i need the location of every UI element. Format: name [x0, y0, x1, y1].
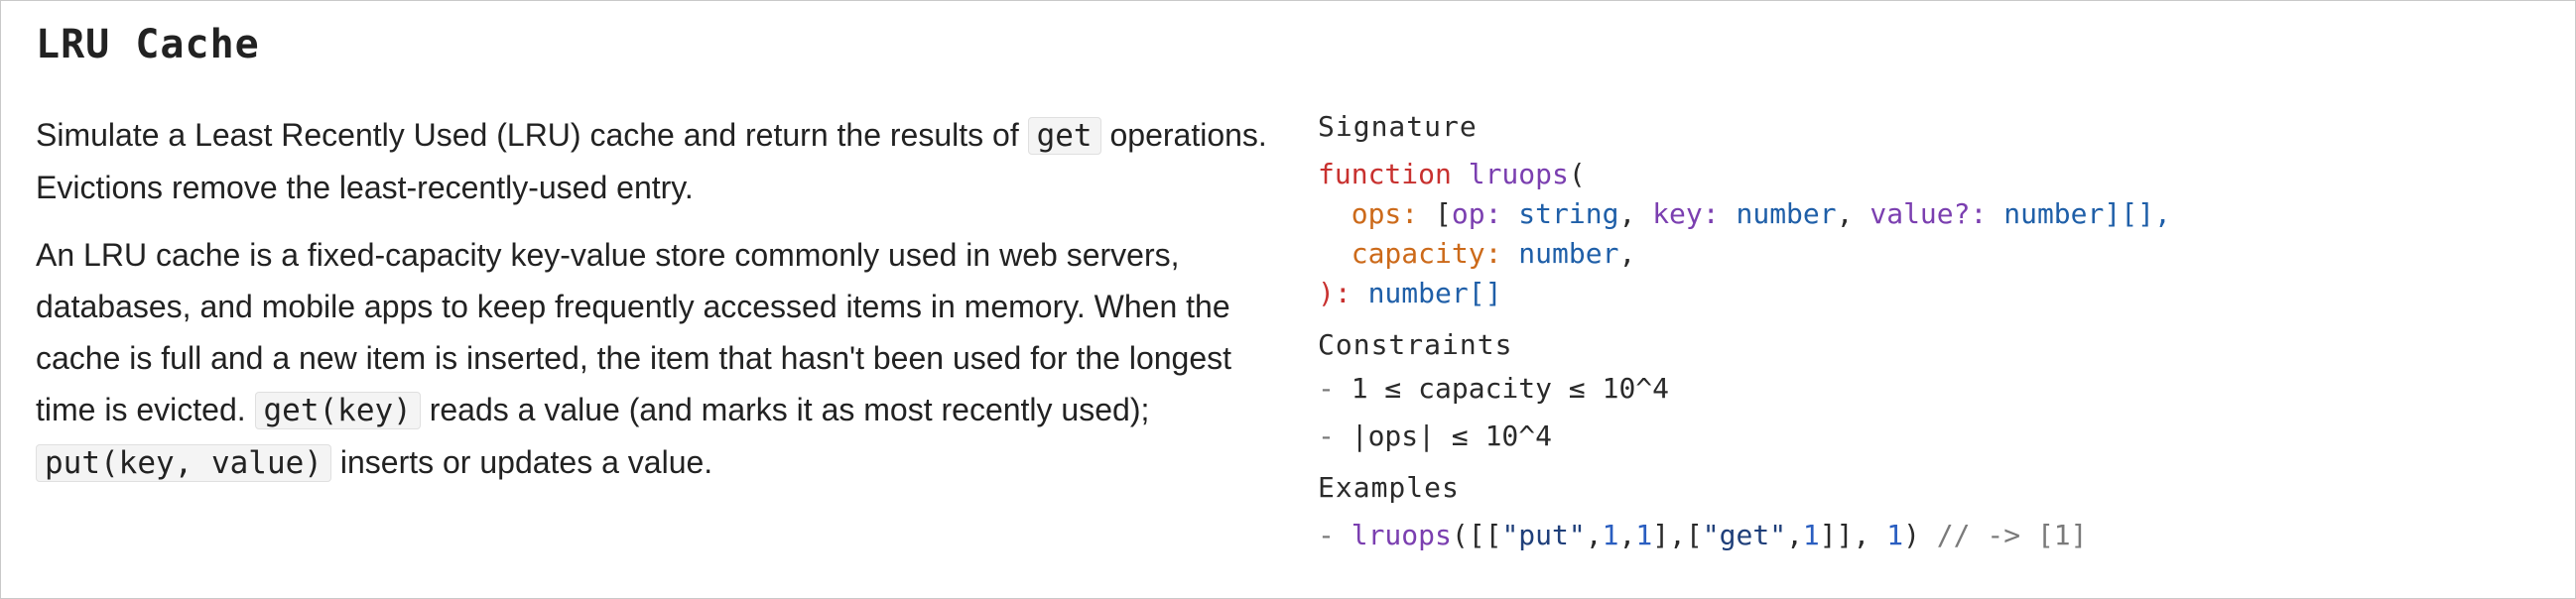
number-literal: 1 [1802, 519, 1820, 551]
punctuation: [ [1418, 197, 1452, 230]
string-literal: "get" [1702, 519, 1787, 551]
string-literal: "put" [1501, 519, 1586, 551]
example-item: - lruops([["put",1,1],["get",1]], 1) // … [1318, 516, 2548, 555]
inline-code-put-key-value: put(key, value) [36, 444, 331, 482]
punctuation: ]], [1819, 519, 1887, 551]
constraint-item: - |ops| ≤ 10^4 [1318, 417, 2548, 456]
punctuation: , [1786, 519, 1803, 551]
indent [1318, 197, 1352, 230]
list-dash: - [1318, 519, 1352, 551]
description-text: An LRU cache is a fixed-capacity key-val… [36, 237, 1232, 427]
param-ops: ops: [1351, 197, 1419, 230]
constraint-text: |ops| ≤ 10^4 [1351, 419, 1553, 452]
description: Simulate a Least Recently Used (LRU) cac… [36, 109, 1296, 489]
spec-panel: Signature function lruops( ops: [op: str… [1318, 107, 2548, 555]
punctuation: ],[ [1652, 519, 1703, 551]
punctuation: ([[ [1451, 519, 1502, 551]
param-capacity: capacity: [1351, 237, 1502, 270]
punctuation: , [1585, 519, 1603, 551]
punctuation: , [1836, 197, 1870, 230]
list-dash: - [1318, 372, 1352, 405]
constraint-text: 1 ≤ capacity ≤ 10^4 [1351, 372, 1670, 405]
constraint-item: - 1 ≤ capacity ≤ 10^4 [1318, 369, 2548, 409]
keyword-function: function [1318, 158, 1452, 190]
description-text: operations. Evictions remove the least-r… [36, 117, 1267, 205]
number-literal: 1 [1886, 519, 1904, 551]
field-op: op: [1451, 197, 1502, 230]
punctuation: ): [1318, 277, 1368, 309]
return-type: number [1367, 277, 1469, 309]
type-number: number [1719, 197, 1837, 230]
field-key: key: [1652, 197, 1720, 230]
examples-label: Examples [1318, 471, 1460, 504]
inline-code-get-key: get(key) [254, 392, 421, 429]
description-paragraph-2: An LRU cache is a fixed-capacity key-val… [36, 229, 1296, 489]
indent [1318, 237, 1352, 270]
punctuation: , [1618, 197, 1653, 230]
punctuation: [] [1468, 277, 1502, 309]
list-dash: - [1318, 419, 1352, 452]
inline-code-get: get [1027, 117, 1101, 155]
number-literal: 1 [1635, 519, 1653, 551]
function-name: lruops [1468, 158, 1569, 190]
description-text: reads a value (and marks it as most rece… [420, 392, 1150, 427]
punctuation: ) [1903, 519, 1920, 551]
punctuation: ][], [2104, 197, 2171, 230]
description-text: Simulate a Least Recently Used (LRU) cac… [36, 117, 1028, 153]
constraints-label: Constraints [1318, 328, 1513, 361]
code-comment: // -> [1] [1919, 519, 2088, 551]
signature-label: Signature [1318, 110, 1478, 143]
type-number: number [1501, 237, 1619, 270]
description-text: inserts or updates a value. [330, 444, 713, 480]
page-title: LRU Cache [36, 22, 260, 67]
number-literal: 1 [1602, 519, 1619, 551]
punctuation: , [1618, 237, 1636, 270]
signature-code: function lruops( ops: [op: string, key: … [1318, 155, 2548, 313]
example-function: lruops [1351, 519, 1452, 551]
field-value: value?: [1869, 197, 1988, 230]
punctuation: ( [1568, 158, 1586, 190]
type-number: number [1987, 197, 2105, 230]
type-string: string [1501, 197, 1619, 230]
description-paragraph-1: Simulate a Least Recently Used (LRU) cac… [36, 109, 1296, 213]
punctuation: , [1618, 519, 1636, 551]
